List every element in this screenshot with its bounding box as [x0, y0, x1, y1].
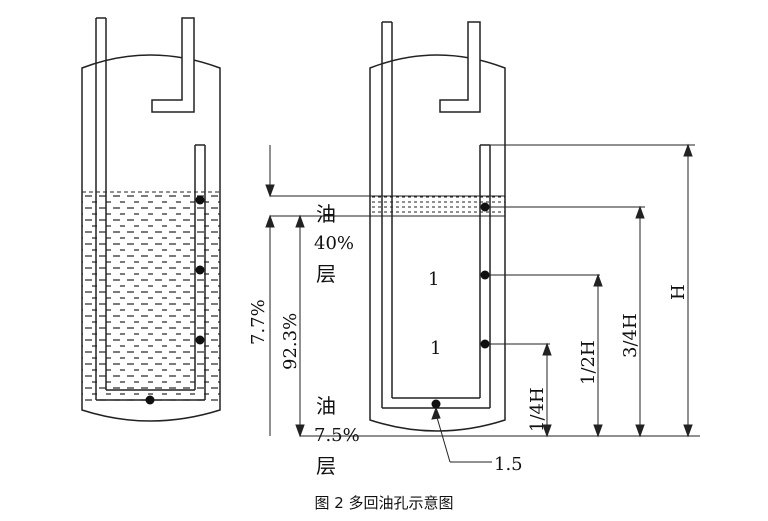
right-oil-hole-top	[480, 202, 490, 212]
label-oil-bottom: 油	[316, 394, 336, 418]
figure-caption: 图 2 多回油孔示意图	[314, 494, 454, 512]
label-oil-top: 油	[316, 202, 336, 226]
right-shell	[369, 54, 506, 432]
left-oil-hole-1	[195, 195, 205, 205]
left-shell	[81, 54, 221, 422]
left-oil-hole-3	[195, 335, 205, 345]
leader-1-5	[431, 406, 492, 463]
left-oil-hole-4	[145, 395, 155, 405]
right-oil-hole-mid	[480, 270, 490, 280]
label-pct-bottom: 7.5%	[314, 425, 360, 446]
right-oil-hole-bottom	[431, 399, 441, 409]
right-vessel	[369, 21, 506, 432]
label-92-3-pct: 92.3%	[280, 313, 301, 370]
label-pct-top: 40%	[314, 233, 354, 254]
label-dim-half: 1/2H	[578, 340, 599, 385]
label-dim-H: H	[668, 284, 689, 300]
dimension-lines	[300, 143, 700, 438]
label-layer-top: 层	[316, 262, 336, 286]
label-7-7-pct: 7.7%	[248, 299, 269, 345]
oil-layer-band	[370, 196, 505, 216]
label-hole-1a: 1	[428, 269, 439, 290]
left-vessel	[81, 17, 221, 422]
label-layer-bottom: 层	[316, 454, 336, 478]
left-liquid	[82, 192, 220, 404]
layer-dimension-lines	[265, 145, 370, 438]
label-dim-1-5: 1.5	[494, 454, 523, 475]
label-dim-quarter: 1/4H	[527, 387, 548, 432]
right-oil-hole-low	[480, 339, 490, 349]
label-hole-1b: 1	[430, 338, 441, 359]
left-oil-hole-2	[195, 265, 205, 275]
label-dim-three-quarter: 3/4H	[620, 313, 641, 358]
